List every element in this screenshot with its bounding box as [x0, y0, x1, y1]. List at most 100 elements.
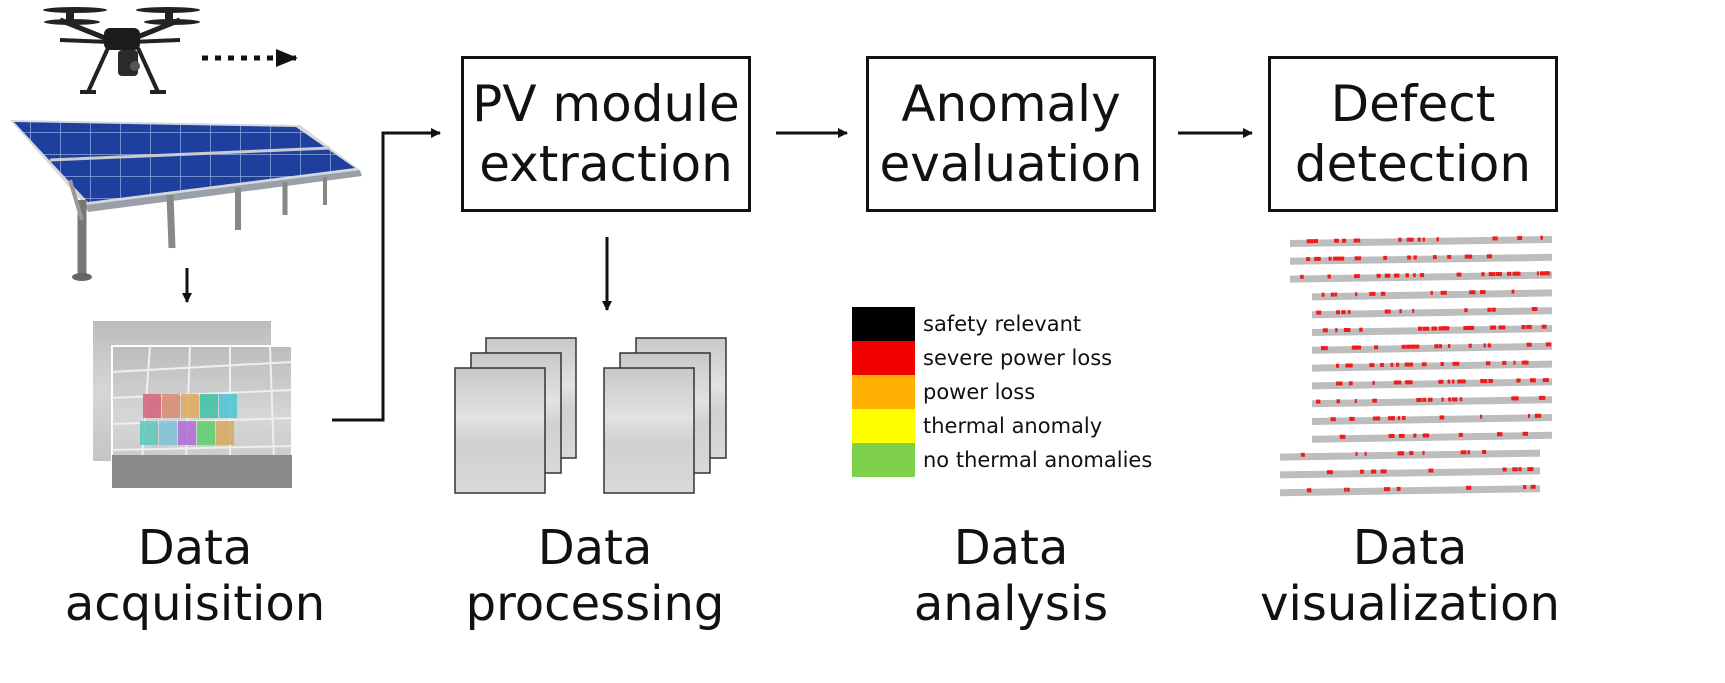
defect-marker: [1390, 362, 1394, 367]
defect-marker: [1528, 413, 1531, 418]
defect-marker: [1422, 397, 1425, 402]
defect-map-row: [1280, 485, 1540, 497]
defect-marker: [1372, 398, 1377, 403]
defect-marker: [1521, 325, 1526, 329]
defect-marker: [1307, 488, 1311, 493]
defect-marker: [1409, 451, 1414, 456]
defect-detection-line1: Defect: [1330, 75, 1496, 133]
defect-marker: [1372, 380, 1375, 385]
defect-marker: [1538, 395, 1546, 400]
legend-item-safety-relevant: safety relevant: [852, 307, 1081, 341]
defect-marker: [1516, 378, 1521, 383]
defect-marker: [1434, 344, 1438, 349]
defect-marker: [1480, 290, 1486, 295]
defect-marker: [1480, 414, 1483, 419]
defect-marker: [1488, 379, 1493, 383]
defect-marker: [1408, 255, 1411, 260]
defect-marker: [1438, 326, 1443, 331]
defect-marker: [1502, 467, 1507, 472]
defect-marker: [1469, 325, 1475, 330]
defect-marker: [1490, 325, 1496, 330]
defect-marker: [1433, 255, 1437, 260]
defect-marker: [1385, 273, 1391, 278]
defect-marker: [1383, 487, 1391, 492]
defect-marker: [1523, 485, 1527, 489]
stage-line2: analysis: [913, 576, 1109, 632]
defect-marker: [1526, 324, 1532, 329]
defect-marker: [1300, 452, 1305, 457]
defect-marker: [1442, 326, 1450, 331]
defect-marker: [1342, 238, 1347, 243]
defect-marker: [1347, 310, 1351, 315]
defect-marker: [1422, 433, 1430, 438]
defect-marker: [1336, 381, 1343, 386]
defect-marker: [1438, 344, 1442, 349]
defect-marker: [1406, 344, 1410, 349]
defect-marker: [1306, 257, 1311, 262]
defect-marker: [1306, 239, 1314, 244]
defect-map-row: [1290, 236, 1552, 247]
defect-marker: [1488, 272, 1495, 277]
defect-marker: [1460, 450, 1467, 455]
stage-line1: Data: [1352, 520, 1468, 576]
defect-marker: [1530, 484, 1536, 489]
defect-marker: [1527, 467, 1534, 472]
defect-marker: [1321, 292, 1325, 297]
defect-marker: [1336, 363, 1340, 368]
defect-marker: [1466, 485, 1472, 490]
defect-marker: [1512, 271, 1519, 276]
defect-map-row: [1312, 431, 1552, 443]
defect-marker: [1313, 239, 1318, 244]
defect-marker: [1512, 396, 1519, 401]
defect-marker: [1344, 487, 1347, 492]
defect-marker: [1354, 399, 1357, 403]
defect-marker: [1397, 380, 1402, 385]
stage-label-analysis: Data analysis: [846, 520, 1176, 632]
anomaly-evaluation-line2: evaluation: [879, 135, 1143, 193]
defect-marker: [1432, 326, 1437, 331]
defect-marker: [1485, 361, 1491, 366]
defect-marker: [1467, 325, 1472, 330]
defect-marker: [1463, 326, 1470, 330]
defect-marker: [1335, 328, 1338, 333]
defect-marker: [1412, 309, 1415, 313]
defect-marker: [1517, 236, 1523, 240]
defect-marker: [1395, 380, 1400, 385]
defect-marker: [1343, 328, 1351, 332]
defect-marker: [1413, 255, 1417, 260]
defect-marker: [1353, 345, 1359, 350]
defect-marker: [1330, 292, 1335, 297]
defect-marker: [1492, 236, 1498, 241]
defect-marker: [1406, 273, 1409, 278]
defect-marker: [1330, 417, 1336, 422]
defect-marker: [1336, 310, 1340, 315]
defect-marker: [1448, 397, 1452, 402]
defect-marker: [1346, 487, 1350, 492]
defect-marker: [1314, 256, 1321, 261]
defect-marker: [1409, 362, 1413, 367]
legend-swatch: [852, 375, 915, 409]
stage-line1: Data: [137, 520, 253, 576]
defect-marker: [1413, 273, 1416, 278]
legend-item-no-thermal-anomalies: no thermal anomalies: [852, 443, 1152, 477]
defect-marker: [1337, 256, 1345, 261]
defect-marker: [1380, 363, 1384, 367]
defect-marker: [1341, 310, 1346, 315]
defect-marker: [1464, 254, 1469, 259]
defect-marker: [1430, 397, 1433, 402]
defect-marker: [1328, 256, 1332, 261]
defect-marker: [1369, 363, 1375, 368]
defect-marker: [1348, 381, 1353, 386]
thermal-image-stack: [91, 319, 293, 489]
defect-marker: [1372, 416, 1376, 421]
legend-label: no thermal anomalies: [923, 448, 1153, 472]
defect-marker: [1536, 271, 1539, 276]
defect-marker: [1545, 271, 1550, 276]
defect-marker: [1402, 416, 1406, 420]
legend-swatch: [852, 341, 915, 375]
defect-marker: [1355, 292, 1358, 297]
defect-marker: [1418, 326, 1421, 331]
defect-marker: [1468, 343, 1472, 348]
anomaly-evaluation-box: Anomaly evaluation: [866, 56, 1156, 212]
defect-marker: [1441, 397, 1444, 402]
